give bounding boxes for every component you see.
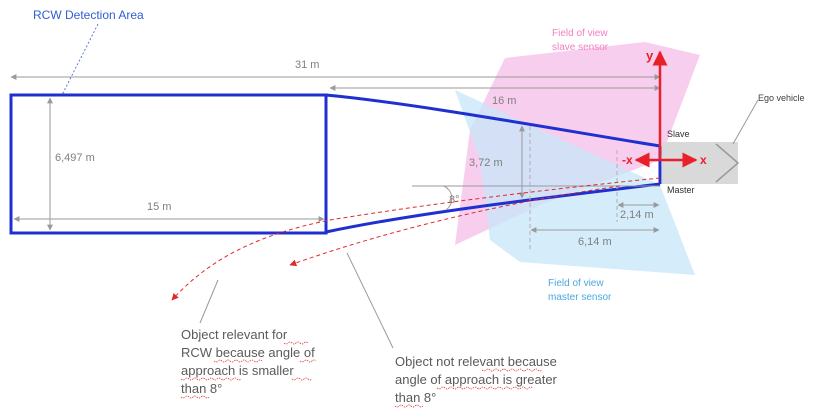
dim-16m-label: 16 m <box>492 95 516 107</box>
note-not-relevant-leader <box>346 252 394 349</box>
x-axis-label: x <box>700 153 707 167</box>
note-not-relevant-line-2: angle of approach is greater <box>395 372 558 387</box>
slave-label: Slave <box>667 129 690 139</box>
dim-372m-label: 3,72 m <box>469 157 503 169</box>
fov-master-label-2: master sensor <box>548 292 612 303</box>
spellcheck-squiggle <box>299 359 317 363</box>
ego-vehicle-arrow <box>715 143 740 183</box>
spellcheck-squiggle <box>180 395 210 399</box>
title-leader <box>61 23 99 96</box>
fov-slave-label-2: slave sensor <box>552 42 609 53</box>
spellcheck-squiggle <box>481 368 543 372</box>
angle-label: 8° <box>449 194 460 206</box>
object-path-relevant <box>171 177 661 301</box>
detection-upper-boundary <box>325 93 661 148</box>
spellcheck-squiggle <box>436 386 534 390</box>
angle-arc <box>443 185 453 211</box>
dim-31m-label: 31 m <box>295 59 319 71</box>
neg-x-axis-label: -x <box>622 153 633 167</box>
dim-6497m-label: 6,497 m <box>55 152 95 164</box>
dim-214m-label: 2,14 m <box>620 209 654 221</box>
ego-vehicle-leader <box>732 99 759 145</box>
fov-master-label-1: Field of view <box>548 278 604 289</box>
fov-slave-label-1: Field of view <box>552 28 608 39</box>
spellcheck-squiggle <box>213 359 263 363</box>
note-relevant-line-4: than 8° <box>181 381 222 396</box>
note-not-relevant-line-3: than 8° <box>395 390 436 405</box>
note-relevant-line-2: RCW because angle of <box>181 345 315 360</box>
note-relevant-line-3: approach is smaller <box>181 363 294 378</box>
detection-lower-boundary <box>325 182 661 234</box>
note-not-relevant: Object not relevant because angle of app… <box>395 354 561 405</box>
note-relevant: Object relevant for RCW because angle of… <box>181 327 318 396</box>
master-label: Master <box>667 185 695 195</box>
spellcheck-squiggle <box>291 377 313 381</box>
dim-15m-label: 15 m <box>147 201 171 213</box>
note-relevant-line-1: Object relevant for <box>181 327 288 342</box>
ego-vehicle-box <box>662 142 738 184</box>
title: RCW Detection Area <box>33 8 144 22</box>
dim-614m-label: 6,14 m <box>578 236 612 248</box>
spellcheck-squiggle <box>180 377 242 381</box>
fov-slave-area <box>505 42 700 160</box>
ego-vehicle-label: Ego vehicle <box>758 93 805 103</box>
y-axis-label: y <box>646 48 654 63</box>
detection-rectangle <box>9 93 328 235</box>
spellcheck-squiggle <box>283 341 309 345</box>
note-relevant-leader <box>199 279 219 324</box>
object-path-not-relevant <box>289 185 621 267</box>
note-not-relevant-line-1: Object not relevant because <box>395 354 557 369</box>
spellcheck-squiggle <box>394 404 424 408</box>
